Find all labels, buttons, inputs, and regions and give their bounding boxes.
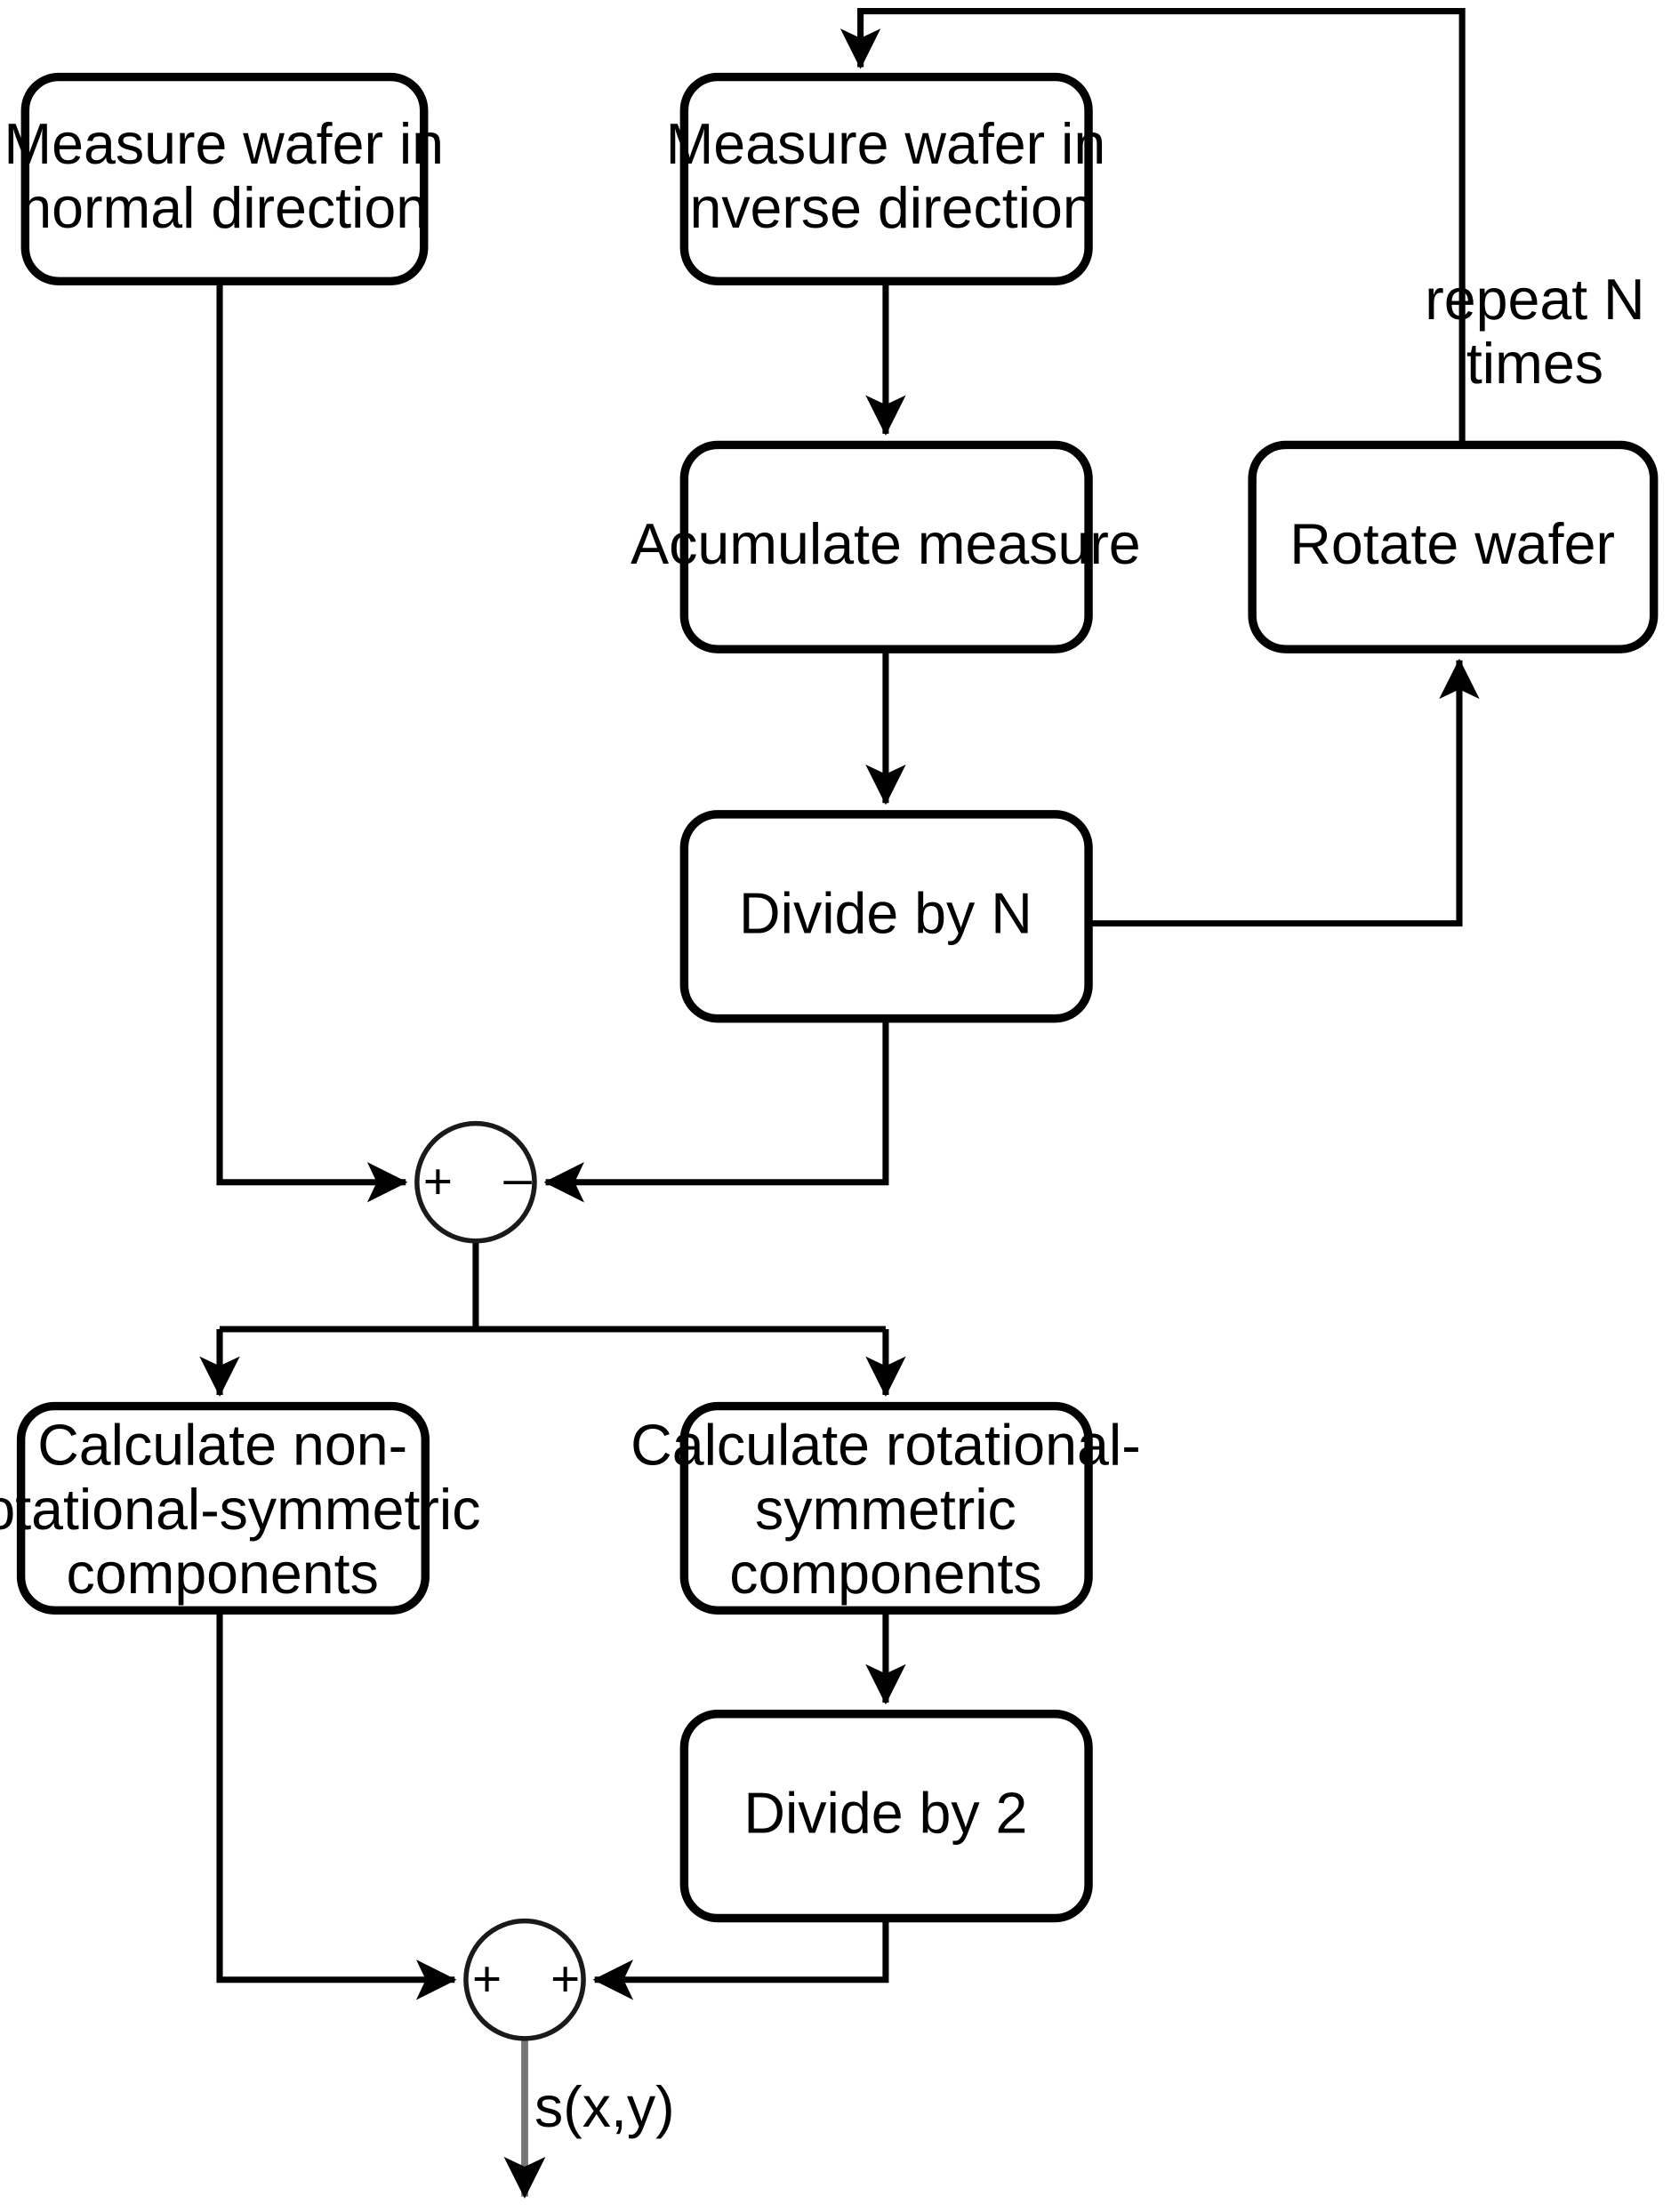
- node-measure-normal-line-2: normal direction: [20, 176, 428, 240]
- node-measure-inverse-line-1: Measure wafer in: [666, 112, 1106, 176]
- edge-divide-n-to-rotate: [1089, 658, 1480, 927]
- edge-rotate-to-measure-inverse: [840, 8, 1466, 445]
- node-acumulate-measure[interactable]: Acumulate measure: [631, 440, 1141, 653]
- edge-measure-normal-to-sum1: [216, 281, 408, 1203]
- node-calc-non-rot-sym[interactable]: Calculate non- rotational-symmetric comp…: [0, 1401, 480, 1615]
- junction-sum-2[interactable]: + +: [463, 1918, 586, 2041]
- junction-sum-1-minus-sign: –: [503, 1151, 532, 1207]
- junction-sum-2-plus-sign-right: +: [550, 1952, 580, 2008]
- node-calc-non-rot-sym-shape: [16, 1401, 430, 1615]
- edge-divide-n-to-sum1: [543, 1018, 889, 1203]
- node-divide-by-n-shape: [679, 810, 1093, 1023]
- node-divide-by-2[interactable]: Divide by 2: [679, 1710, 1093, 1923]
- node-calc-rot-sym-line-2: symmetric: [755, 1478, 1016, 1542]
- node-calc-rot-sym-line-3: components: [729, 1542, 1041, 1606]
- node-acumulate-measure-shape: [679, 440, 1093, 653]
- node-divide-by-n-label: Divide by N: [739, 881, 1032, 945]
- node-calc-rot-sym-shape: [679, 1401, 1093, 1615]
- node-measure-normal-shape: [20, 72, 429, 286]
- label-output-signal: s(x,y): [534, 2075, 675, 2139]
- node-rotate-wafer[interactable]: Rotate wafer: [1248, 440, 1659, 653]
- node-calc-rot-sym[interactable]: Calculate rotational- symmetric componen…: [631, 1401, 1141, 1615]
- junction-sum-1[interactable]: + –: [414, 1120, 537, 1244]
- node-measure-inverse[interactable]: Measure wafer in inverse direction: [666, 72, 1106, 286]
- node-divide-by-2-label: Divide by 2: [743, 1781, 1027, 1845]
- label-repeat-n-times-line-1: repeat N: [1425, 268, 1644, 332]
- node-rotate-wafer-shape: [1248, 440, 1659, 653]
- node-measure-inverse-shape: [679, 72, 1093, 286]
- junction-sum-2-plus-sign-left: +: [472, 1952, 502, 2008]
- node-calc-non-rot-sym-line-2: rotational-symmetric: [0, 1478, 480, 1542]
- label-repeat-n-times-line-2: times: [1466, 332, 1603, 396]
- node-acumulate-measure-label: Acumulate measure: [631, 512, 1141, 576]
- node-divide-by-2-shape: [679, 1710, 1093, 1923]
- node-measure-inverse-line-2: inverse direction: [677, 176, 1095, 240]
- node-measure-normal[interactable]: Measure wafer in normal direction: [4, 72, 444, 286]
- edge-calc-non-rot-sym-to-sum2: [216, 1610, 457, 2000]
- junction-sum-1-plus-sign: +: [423, 1154, 453, 1210]
- edge-divide-2-to-sum2: [592, 1918, 889, 2000]
- node-divide-by-n[interactable]: Divide by N: [679, 810, 1093, 1023]
- node-rotate-wafer-label: Rotate wafer: [1289, 512, 1615, 576]
- junction-sum-1-circle: [414, 1120, 537, 1244]
- node-calc-rot-sym-line-1: Calculate rotational-: [631, 1413, 1141, 1477]
- label-repeat-n-times: repeat N times: [1425, 268, 1644, 396]
- node-calc-non-rot-sym-line-1: Calculate non-: [37, 1413, 407, 1477]
- node-calc-non-rot-sym-line-3: components: [66, 1542, 378, 1606]
- junction-sum-2-circle: [463, 1918, 586, 2041]
- node-measure-normal-line-1: Measure wafer in: [4, 112, 444, 176]
